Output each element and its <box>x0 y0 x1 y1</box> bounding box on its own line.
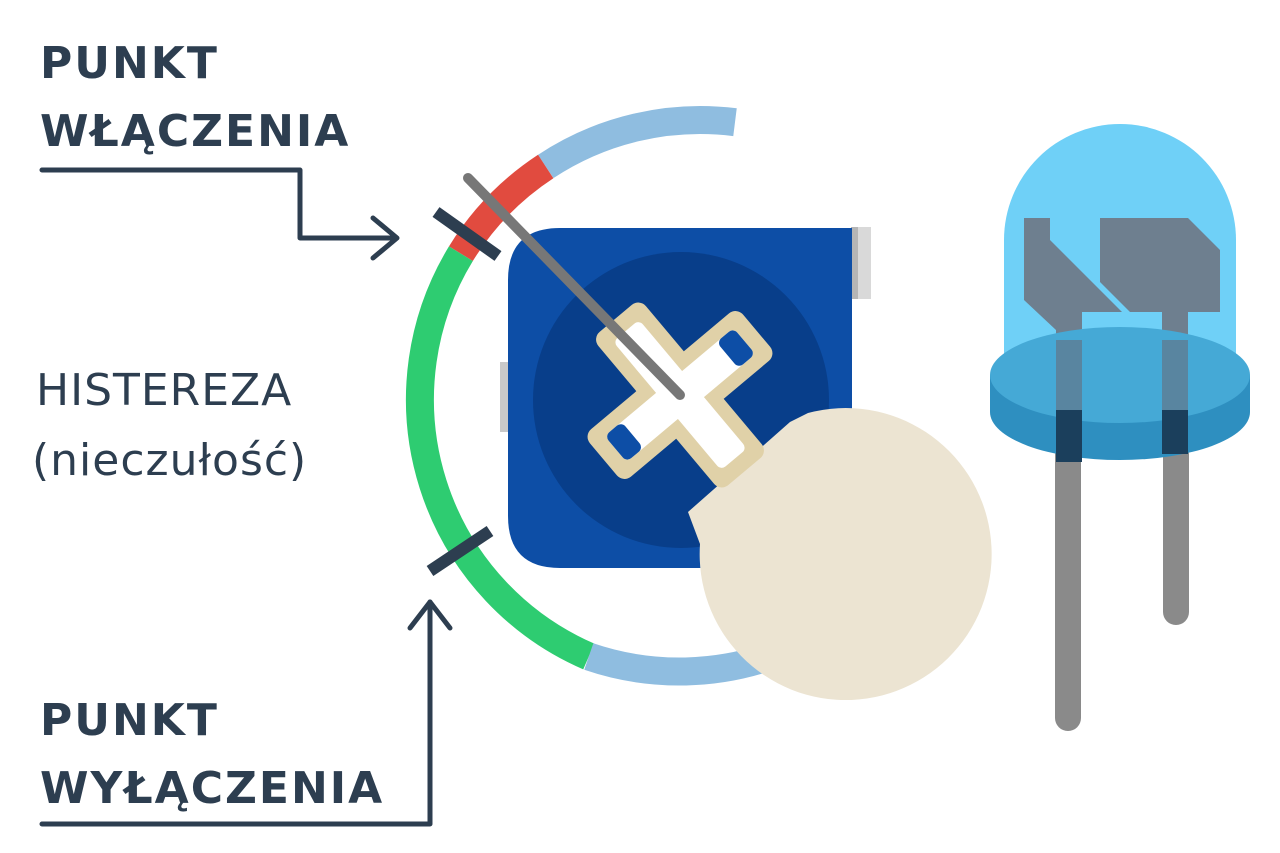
label-on-point-line2: WŁĄCZENIA <box>40 106 350 157</box>
potentiometer <box>463 173 992 701</box>
arc-hysteresis-zone <box>405 246 595 670</box>
led <box>990 124 1250 731</box>
potentiometer-rotor <box>688 408 992 701</box>
potentiometer-scale <box>405 106 788 686</box>
label-off-point-line2: WYŁĄCZENIA <box>40 763 384 814</box>
arrow-off-point <box>39 599 453 827</box>
tick-off-point <box>426 526 494 576</box>
label-hysteresis: HISTEREZA (nieczułość) <box>32 365 307 486</box>
label-hysteresis-line2: (nieczułość) <box>32 435 307 486</box>
led-flange-top <box>990 327 1250 423</box>
label-off-point-line1: PUNKT <box>40 695 219 746</box>
label-hysteresis-line1: HISTEREZA <box>36 365 292 416</box>
arc-idle-top <box>537 106 737 179</box>
arrow-on-point <box>39 167 400 261</box>
label-on-point: PUNKT WŁĄCZENIA <box>40 38 350 157</box>
label-off-point: PUNKT WYŁĄCZENIA <box>40 695 384 814</box>
potentiometer-pointer <box>463 173 685 400</box>
tick-on-point <box>432 207 502 261</box>
label-on-point-line1: PUNKT <box>40 38 219 89</box>
